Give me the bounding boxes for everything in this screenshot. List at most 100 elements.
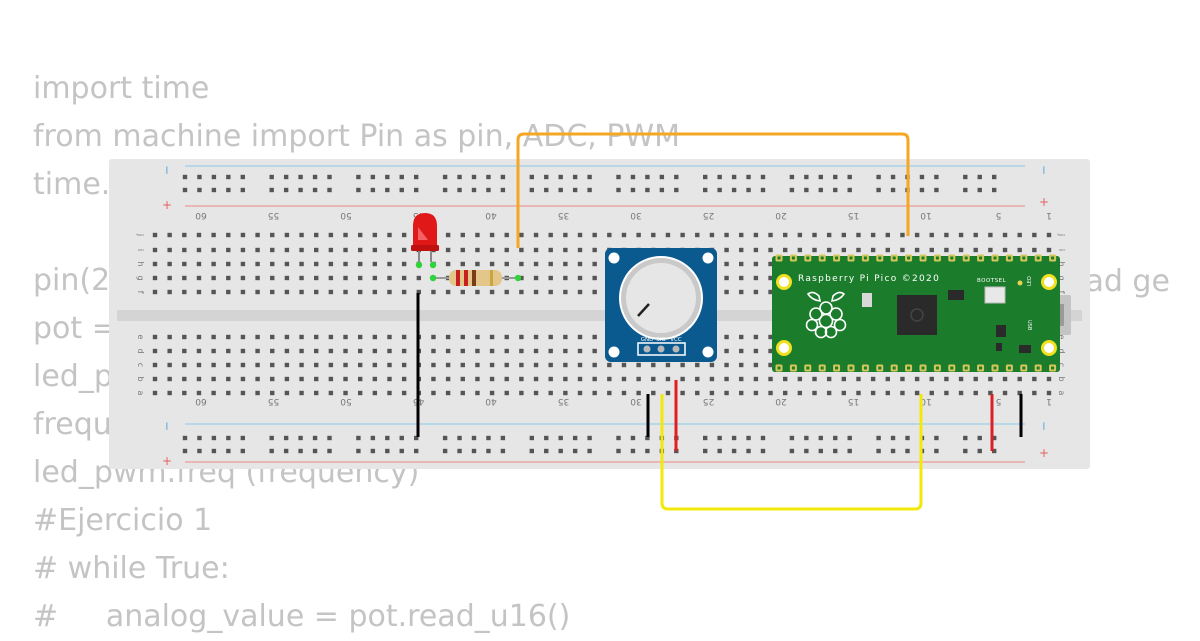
rail-hole[interactable]	[327, 435, 332, 441]
breadboard-hole[interactable]	[944, 247, 949, 253]
rail-hole[interactable]	[587, 187, 592, 193]
breadboard-hole[interactable]	[152, 362, 158, 368]
breadboard-hole[interactable]	[372, 334, 378, 340]
breadboard-hole[interactable]	[870, 247, 876, 253]
breadboard-hole[interactable]	[372, 232, 378, 238]
breadboard-hole[interactable]	[592, 232, 597, 238]
breadboard-hole[interactable]	[284, 232, 290, 238]
breadboard-hole[interactable]	[548, 275, 553, 281]
breadboard-hole[interactable]	[988, 247, 993, 253]
rail-hole[interactable]	[833, 448, 838, 454]
breadboard-hole[interactable]	[1046, 247, 1052, 253]
breadboard-hole[interactable]	[724, 390, 729, 396]
breadboard-hole[interactable]	[621, 390, 627, 396]
breadboard-hole[interactable]	[182, 390, 187, 396]
breadboard-hole[interactable]	[343, 289, 348, 295]
breadboard-hole[interactable]	[314, 362, 319, 368]
rail-hole[interactable]	[327, 448, 332, 454]
breadboard-hole[interactable]	[152, 334, 158, 340]
breadboard-hole[interactable]	[1032, 247, 1037, 253]
breadboard-hole[interactable]	[607, 362, 612, 368]
rail-hole[interactable]	[226, 187, 231, 193]
rail-hole[interactable]	[529, 187, 534, 193]
breadboard-hole[interactable]	[182, 376, 187, 382]
rail-hole[interactable]	[399, 448, 404, 454]
breadboard-hole[interactable]	[504, 289, 509, 295]
breadboard-hole[interactable]	[196, 289, 202, 295]
breadboard-hole[interactable]	[401, 348, 407, 354]
breadboard-hole[interactable]	[592, 362, 597, 368]
breadboard-hole[interactable]	[724, 232, 729, 238]
breadboard-hole[interactable]	[196, 376, 202, 382]
rail-hole[interactable]	[269, 448, 274, 454]
breadboard-hole[interactable]	[357, 232, 363, 238]
breadboard-hole[interactable]	[900, 247, 905, 253]
breadboard-hole[interactable]	[226, 334, 231, 340]
rail-hole[interactable]	[616, 187, 621, 193]
breadboard-hole[interactable]	[167, 390, 172, 396]
rail-hole[interactable]	[486, 448, 491, 454]
rail-hole[interactable]	[876, 435, 881, 441]
breadboard-hole[interactable]	[856, 390, 861, 396]
breadboard-hole[interactable]	[343, 232, 348, 238]
raspberry-pi-pico[interactable]: Raspberry Pi Pico ©2020 BOOTSEL LED USB	[772, 254, 1071, 373]
rail-hole[interactable]	[630, 435, 636, 441]
breadboard-hole[interactable]	[240, 275, 246, 281]
breadboard-hole[interactable]	[621, 376, 627, 382]
breadboard-hole[interactable]	[270, 334, 275, 340]
breadboard-hole[interactable]	[401, 232, 407, 238]
rail-hole[interactable]	[992, 174, 997, 180]
breadboard-hole[interactable]	[152, 376, 158, 382]
rail-hole[interactable]	[486, 174, 491, 180]
breadboard-hole[interactable]	[270, 348, 275, 354]
rail-hole[interactable]	[977, 448, 982, 454]
breadboard-hole[interactable]	[475, 261, 480, 267]
rail-hole[interactable]	[283, 174, 289, 180]
rail-hole[interactable]	[283, 187, 289, 193]
breadboard-hole[interactable]	[826, 232, 832, 238]
breadboard-hole[interactable]	[211, 390, 216, 396]
rail-hole[interactable]	[312, 187, 318, 193]
breadboard-hole[interactable]	[211, 289, 216, 295]
breadboard-hole[interactable]	[182, 232, 187, 238]
breadboard-hole[interactable]	[357, 289, 363, 295]
breadboard-hole[interactable]	[592, 275, 597, 281]
breadboard-hole[interactable]	[592, 348, 597, 354]
breadboard-hole[interactable]	[372, 348, 378, 354]
breadboard-hole[interactable]	[328, 348, 334, 354]
rail-hole[interactable]	[370, 448, 376, 454]
rail-hole[interactable]	[442, 435, 448, 441]
breadboard-hole[interactable]	[782, 390, 788, 396]
breadboard-hole[interactable]	[460, 232, 465, 238]
rail-hole[interactable]	[370, 187, 376, 193]
breadboard-hole[interactable]	[445, 261, 451, 267]
breadboard-hole[interactable]	[724, 348, 729, 354]
breadboard-hole[interactable]	[914, 232, 920, 238]
breadboard-hole[interactable]	[299, 390, 304, 396]
breadboard-hole[interactable]	[240, 334, 246, 340]
breadboard-hole[interactable]	[489, 376, 495, 382]
rail-hole[interactable]	[312, 435, 318, 441]
breadboard-hole[interactable]	[284, 275, 290, 281]
breadboard-hole[interactable]	[240, 362, 246, 368]
rail-hole[interactable]	[789, 187, 795, 193]
breadboard-hole[interactable]	[328, 376, 334, 382]
rail-hole[interactable]	[630, 448, 636, 454]
rail-hole[interactable]	[645, 187, 650, 193]
breadboard-hole[interactable]	[885, 390, 890, 396]
rail-hole[interactable]	[717, 187, 722, 193]
breadboard-hole[interactable]	[768, 232, 773, 238]
breadboard-hole[interactable]	[958, 232, 964, 238]
breadboard-hole[interactable]	[152, 232, 158, 238]
breadboard-hole[interactable]	[563, 247, 568, 253]
breadboard-hole[interactable]	[563, 390, 568, 396]
breadboard-hole[interactable]	[167, 289, 172, 295]
rail-hole[interactable]	[833, 174, 838, 180]
breadboard-hole[interactable]	[826, 376, 832, 382]
rail-hole[interactable]	[717, 448, 722, 454]
breadboard-hole[interactable]	[167, 232, 172, 238]
breadboard-hole[interactable]	[314, 289, 319, 295]
breadboard-hole[interactable]	[1002, 247, 1008, 253]
breadboard-hole[interactable]	[167, 261, 172, 267]
breadboard-hole[interactable]	[504, 376, 509, 382]
